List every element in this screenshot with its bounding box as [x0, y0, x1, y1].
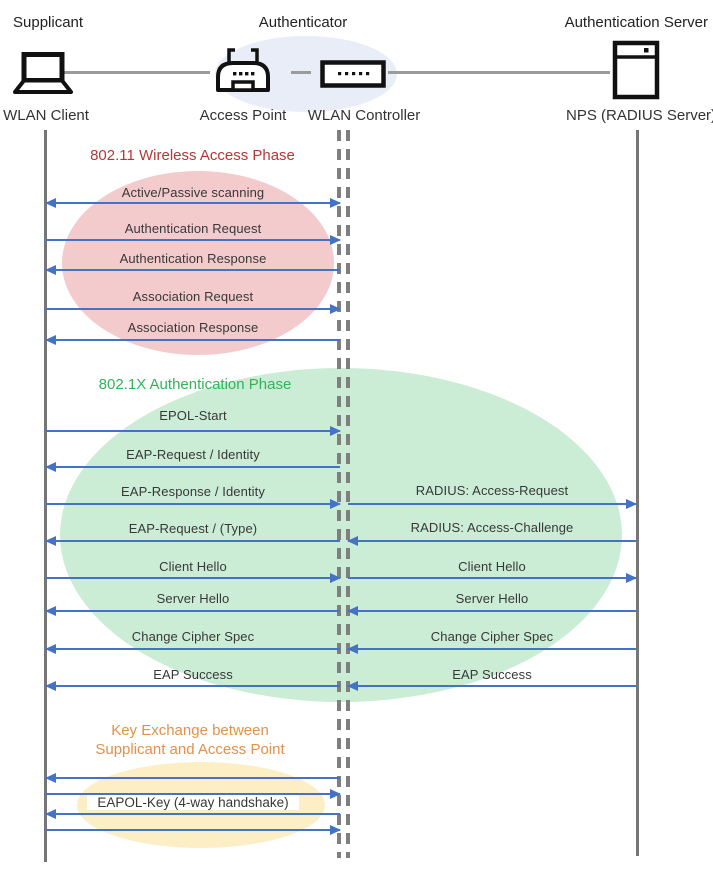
lifeline-radius-server: [636, 130, 639, 856]
eapol-key-label-wrap: EAPOL-Key (4-way handshake): [46, 794, 340, 812]
message-label: EAP-Response / Identity: [121, 484, 265, 499]
message-label: Server Hello: [156, 591, 230, 606]
connector-client-ap: [64, 71, 210, 74]
phase-title-80211: 802.11 Wireless Access Phase: [90, 147, 295, 164]
message-label: Server Hello: [455, 591, 529, 606]
connector-ap-controller: [291, 71, 311, 74]
server-icon: [612, 40, 660, 100]
message-label: Change Cipher Spec: [430, 629, 554, 644]
message-arrow: [46, 235, 341, 245]
lifeline-controller-dashed-2: [346, 130, 350, 858]
message-label: Authentication Request: [124, 221, 262, 236]
access-point-icon: [211, 46, 275, 96]
phase-ellipse-8021x: [60, 368, 622, 702]
message-label: Association Request: [132, 289, 254, 304]
message-arrow: [45, 536, 340, 546]
message-label: Association Response: [127, 320, 259, 335]
message-label: EAP Success: [452, 667, 532, 682]
message-arrow: [45, 606, 340, 616]
node-label-wlan-controller: WLAN Controller: [307, 107, 421, 124]
message-arrow: [46, 825, 341, 835]
message-arrow: [45, 773, 340, 783]
message-label: Client Hello: [159, 559, 227, 574]
message-arrow: [348, 573, 637, 583]
message-arrow: [45, 198, 341, 208]
message-arrow: [45, 462, 340, 472]
message-label: EAP-Request / Identity: [126, 447, 260, 462]
message-arrow: [45, 265, 340, 275]
lifeline-wlan-client: [44, 130, 47, 862]
message-arrow: [348, 499, 637, 509]
message-arrow: [45, 644, 340, 654]
message-arrow: [347, 536, 636, 546]
laptop-icon: [12, 52, 74, 96]
message-label: EPOL-Start: [159, 408, 227, 423]
node-label-access-point: Access Point: [199, 107, 287, 124]
message-arrow: [46, 789, 341, 799]
message-arrow: [45, 335, 340, 345]
message-label: Active/Passive scanning: [121, 185, 265, 200]
wlan-controller-icon: [320, 60, 386, 88]
message-label: Authentication Response: [119, 251, 267, 266]
role-label-supplicant: Supplicant: [13, 14, 84, 31]
message-arrow: [45, 809, 340, 819]
message-label: EAP Success: [153, 667, 233, 682]
message-arrow: [45, 681, 340, 691]
message-label: EAP-Request / (Type): [128, 521, 258, 536]
phase-title-key-exchange-line1: Key Exchange between: [111, 722, 269, 739]
message-arrow: [46, 499, 341, 509]
node-label-nps-radius-server: NPS (RADIUS Server): [566, 107, 713, 124]
message-label: EAPOL-Key (4-way handshake): [87, 795, 299, 810]
message-label: RADIUS: Access-Challenge: [410, 520, 574, 535]
lifeline-controller-dashed-1: [337, 130, 341, 858]
message-arrow: [347, 681, 636, 691]
role-label-authentication-server: Authentication Server: [564, 14, 708, 31]
message-arrow: [347, 644, 636, 654]
node-label-wlan-client: WLAN Client: [3, 107, 89, 124]
role-label-authenticator: Authenticator: [258, 14, 348, 31]
phase-title-8021x: 802.1X Authentication Phase: [98, 376, 292, 393]
phase-title-key-exchange-line2: Supplicant and Access Point: [95, 741, 285, 758]
message-label: Client Hello: [458, 559, 526, 574]
message-label: Change Cipher Spec: [131, 629, 255, 644]
message-arrow: [347, 606, 636, 616]
message-arrow: [46, 426, 341, 436]
phase-ellipse-80211: [62, 171, 334, 355]
message-arrow: [46, 304, 341, 314]
connector-controller-server: [388, 71, 610, 74]
message-arrow: [46, 573, 341, 583]
message-label: RADIUS: Access-Request: [415, 483, 569, 498]
